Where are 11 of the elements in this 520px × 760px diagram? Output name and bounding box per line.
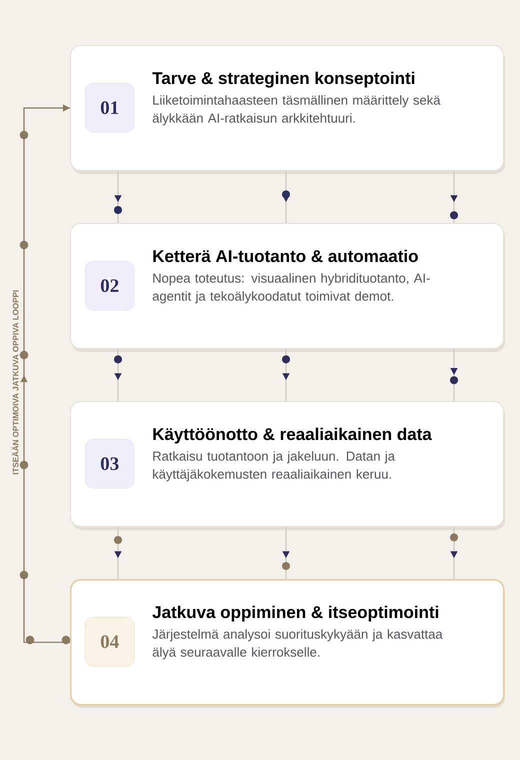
connector-arrow: [282, 349, 290, 401]
edge-label: ITSEÄÄN OPTIMOIVA JATKUVA OPPIVA LOOPPI: [10, 288, 20, 476]
connector-arrow: [450, 171, 458, 223]
connector-arrow: [282, 171, 290, 223]
connector-arrow: [114, 349, 122, 401]
connector-arrow: [282, 527, 290, 579]
connector-arrow: [114, 171, 122, 223]
connector-arrow: [450, 527, 458, 579]
connector-arrow: [450, 349, 458, 401]
connector-arrow: [114, 527, 122, 579]
loop-arrow: [20, 104, 70, 644]
